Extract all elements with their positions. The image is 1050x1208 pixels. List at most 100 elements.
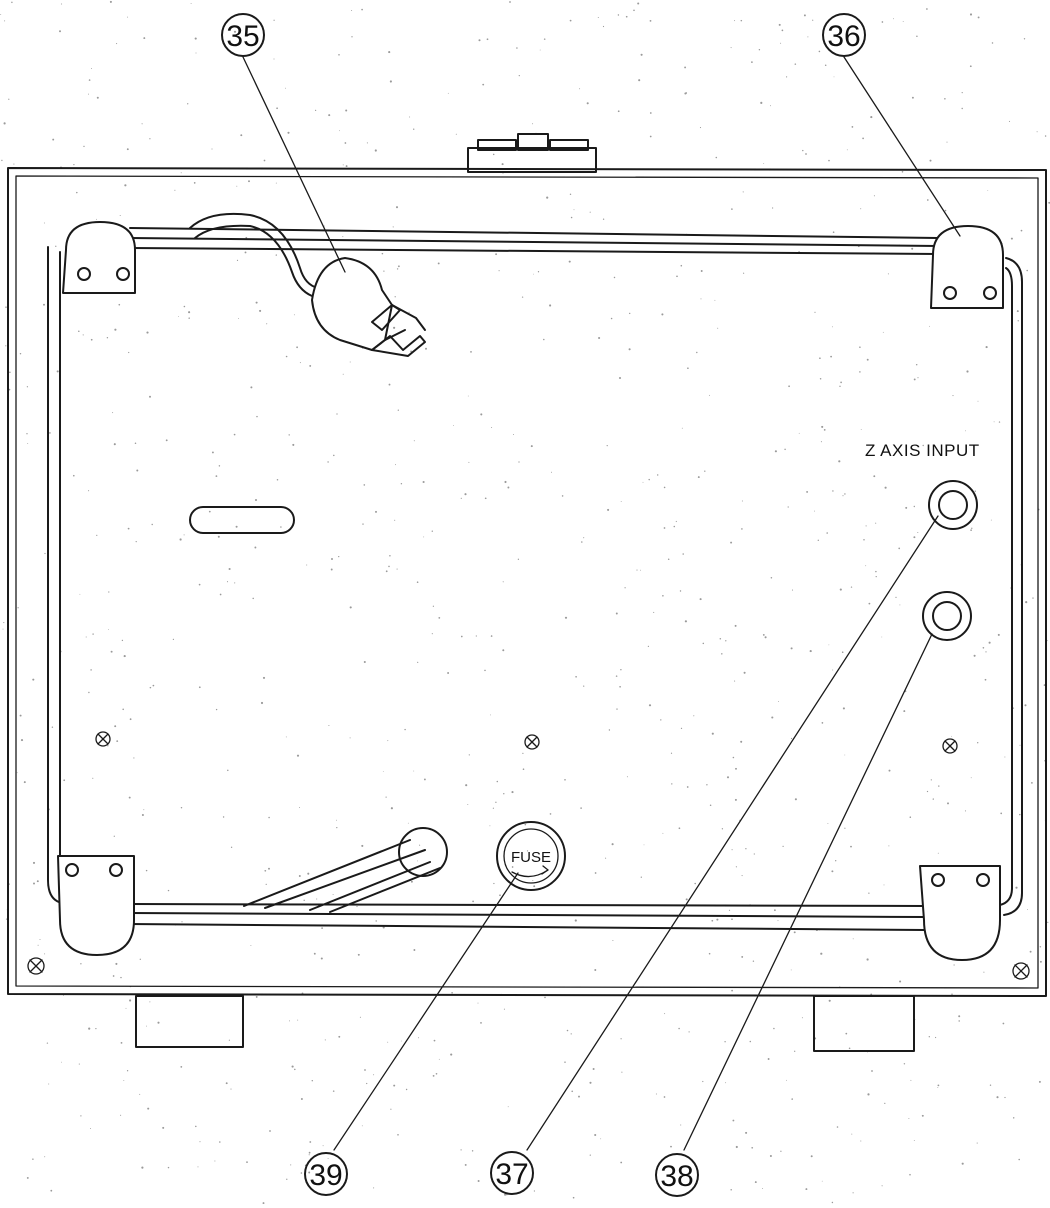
speck bbox=[970, 529, 972, 531]
speck bbox=[743, 671, 746, 674]
speck bbox=[134, 442, 137, 445]
speck bbox=[615, 675, 618, 677]
speck bbox=[1039, 960, 1042, 963]
z-axis-input-jack[interactable] bbox=[928, 480, 978, 530]
speck bbox=[866, 958, 869, 961]
speck bbox=[118, 303, 121, 306]
speck bbox=[803, 14, 806, 17]
speck bbox=[866, 358, 869, 361]
speck bbox=[431, 530, 433, 532]
speck bbox=[831, 870, 834, 873]
speck bbox=[143, 809, 145, 811]
speck bbox=[125, 1007, 127, 1009]
speck bbox=[682, 553, 684, 555]
speck bbox=[285, 355, 288, 358]
speck bbox=[961, 1162, 964, 1165]
z-axis-input-label: Z AXIS INPUT bbox=[865, 441, 980, 460]
speck bbox=[805, 153, 807, 155]
speck bbox=[636, 569, 638, 571]
speck bbox=[333, 454, 335, 457]
speck bbox=[90, 338, 93, 341]
fuse-holder[interactable]: FUSE bbox=[496, 821, 566, 891]
speck bbox=[838, 460, 841, 463]
speck bbox=[133, 757, 135, 759]
speck bbox=[338, 555, 340, 558]
speck bbox=[396, 268, 399, 270]
speck bbox=[336, 826, 338, 829]
speck bbox=[657, 474, 659, 476]
speck bbox=[297, 1019, 299, 1021]
speck bbox=[921, 1114, 924, 1117]
speck bbox=[663, 486, 666, 489]
speck bbox=[830, 355, 832, 358]
left-foot bbox=[135, 995, 244, 1048]
speck bbox=[250, 945, 252, 947]
speck bbox=[193, 182, 196, 184]
speck bbox=[33, 882, 35, 885]
speck bbox=[345, 109, 348, 112]
speck bbox=[114, 725, 117, 728]
speck bbox=[686, 786, 689, 788]
speck bbox=[970, 777, 972, 779]
speck bbox=[390, 807, 393, 810]
speck bbox=[375, 510, 377, 513]
speck bbox=[988, 641, 991, 644]
speck bbox=[564, 616, 568, 619]
speck bbox=[842, 707, 845, 710]
speck bbox=[120, 1041, 123, 1044]
speck bbox=[407, 822, 409, 824]
speck bbox=[13, 163, 15, 165]
speck bbox=[615, 612, 618, 615]
speck bbox=[146, 331, 149, 334]
speck bbox=[110, 650, 113, 653]
speck bbox=[78, 1063, 80, 1065]
speck bbox=[812, 19, 814, 21]
speck bbox=[291, 1065, 294, 1068]
speck bbox=[537, 271, 540, 273]
speck bbox=[730, 541, 733, 544]
speck bbox=[860, 428, 862, 430]
speck bbox=[699, 598, 702, 601]
speck bbox=[742, 191, 744, 193]
speck bbox=[626, 776, 628, 778]
speck bbox=[871, 1070, 873, 1072]
speck bbox=[526, 850, 529, 852]
callout-number: 36 bbox=[827, 20, 860, 53]
speck bbox=[422, 480, 425, 484]
speck bbox=[594, 872, 597, 874]
speck bbox=[532, 123, 534, 125]
speck bbox=[887, 273, 889, 275]
speck bbox=[990, 519, 992, 521]
speck bbox=[336, 819, 338, 821]
speck bbox=[935, 1036, 937, 1039]
speck bbox=[226, 581, 229, 583]
speck bbox=[188, 311, 191, 314]
speck bbox=[268, 867, 270, 870]
speck bbox=[753, 853, 755, 855]
speck bbox=[60, 3, 63, 5]
speck bbox=[362, 523, 364, 525]
speck bbox=[107, 745, 109, 747]
speck bbox=[617, 110, 620, 113]
speck bbox=[610, 317, 613, 320]
speck bbox=[423, 536, 425, 538]
speck bbox=[136, 469, 139, 472]
speck bbox=[680, 1124, 682, 1126]
speck bbox=[509, 1, 511, 3]
speck bbox=[460, 497, 462, 499]
screw-icon bbox=[1012, 962, 1030, 980]
speck bbox=[624, 587, 626, 589]
speck bbox=[327, 461, 329, 463]
speck bbox=[735, 866, 738, 868]
speck bbox=[177, 316, 179, 317]
speck bbox=[633, 9, 635, 12]
screw-icon bbox=[95, 731, 111, 747]
speck bbox=[26, 386, 29, 388]
speck bbox=[324, 1039, 326, 1041]
speck bbox=[507, 1106, 509, 1108]
speck bbox=[43, 303, 45, 306]
speck bbox=[882, 331, 884, 333]
speck bbox=[852, 938, 854, 940]
speck bbox=[985, 651, 987, 653]
ground-jack[interactable] bbox=[922, 591, 972, 641]
